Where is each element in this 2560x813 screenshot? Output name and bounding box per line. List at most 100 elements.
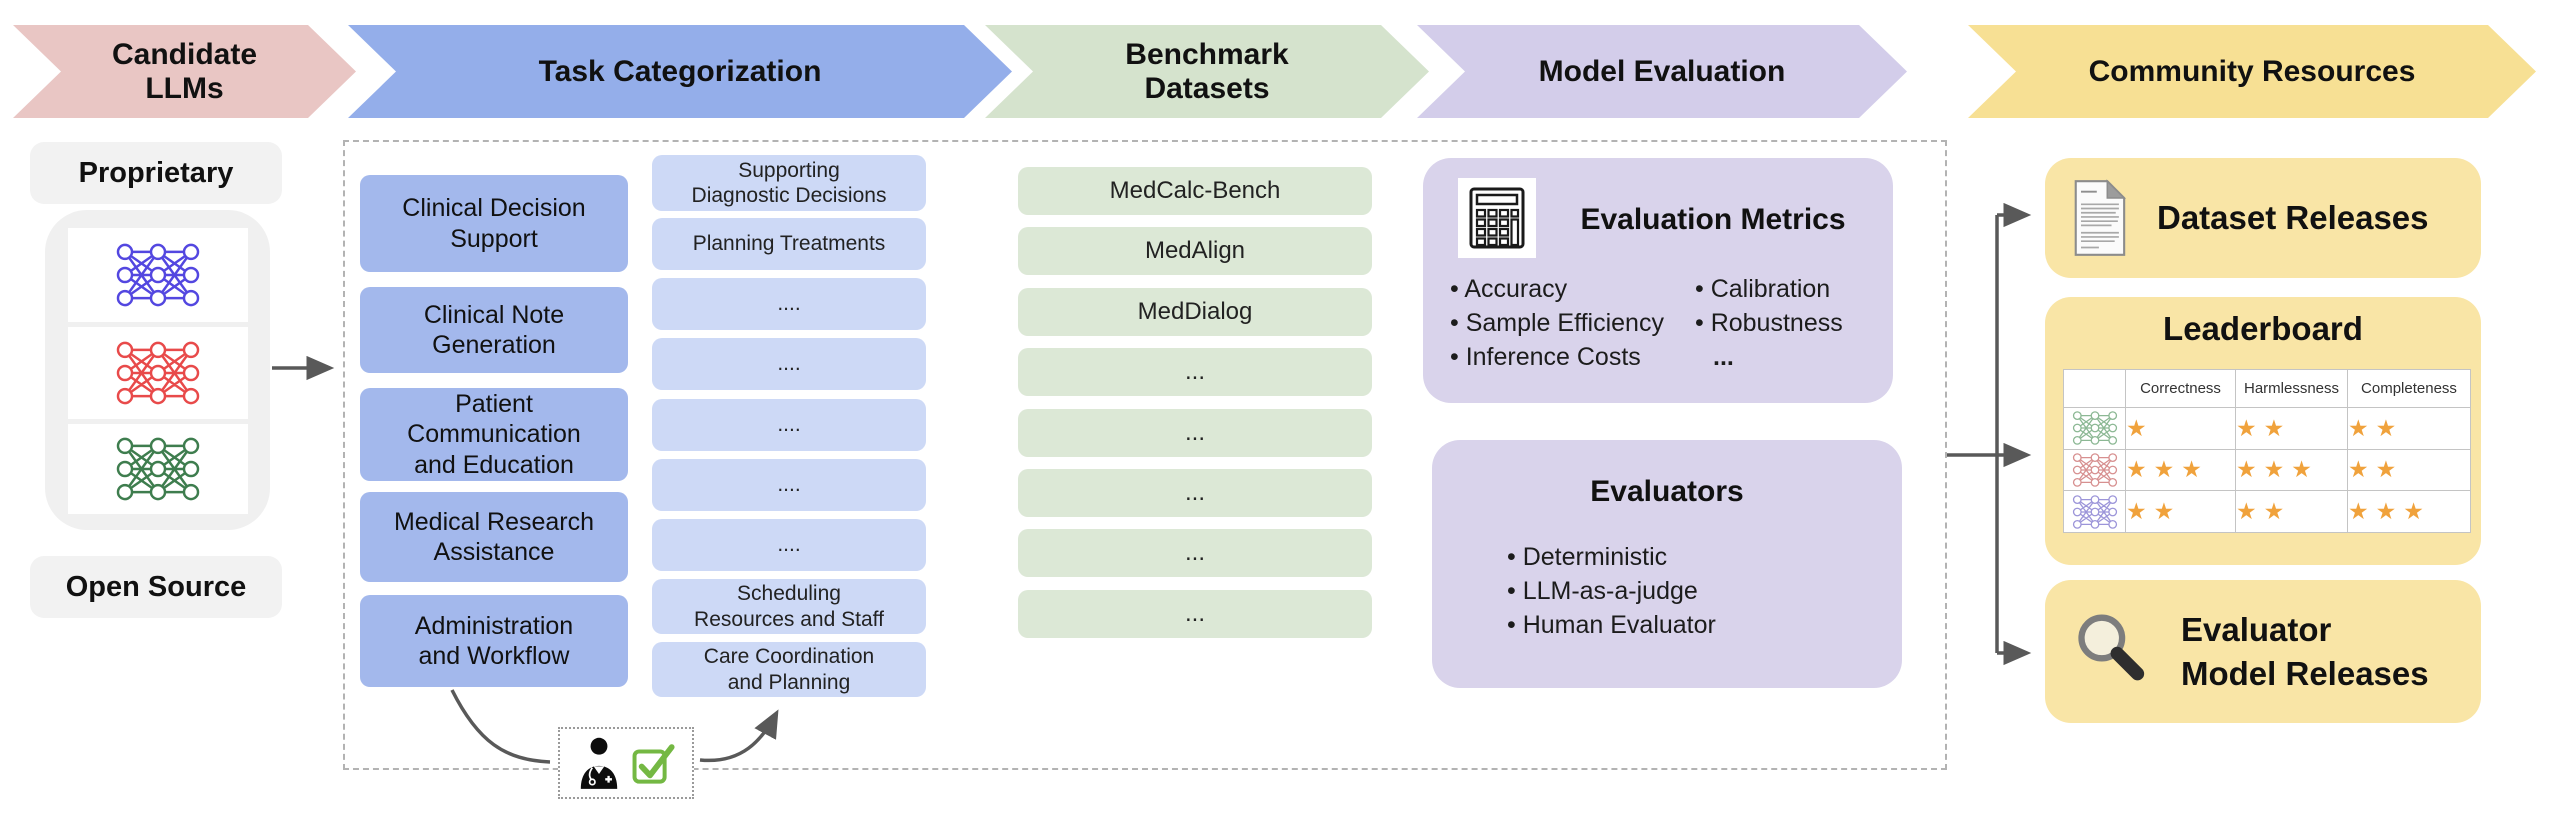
task-subtask-box: .... bbox=[652, 278, 926, 330]
open-source-label: Open Source bbox=[30, 556, 282, 618]
calculator-icon-bg bbox=[1458, 178, 1536, 258]
task-category-box: Clinical Note Generation bbox=[360, 287, 628, 373]
task-subtask-label: Care Coordination and Planning bbox=[703, 645, 875, 694]
stage-benchmark-datasets: Benchmark Datasets bbox=[985, 25, 1429, 118]
checkmark-icon bbox=[631, 740, 677, 786]
metrics-list-left: • Accuracy • Sample Efficiency • Inferen… bbox=[1450, 272, 1664, 374]
leaderboard-column-header: Completeness bbox=[2347, 369, 2471, 408]
magnifier-icon bbox=[2071, 610, 2155, 694]
stage-candidate-llms: Candidate LLMs bbox=[13, 25, 356, 118]
proprietary-text: Proprietary bbox=[78, 156, 234, 189]
llm-card-middle bbox=[68, 327, 248, 419]
task-category-box: Patient Communication and Education bbox=[360, 388, 628, 481]
task-subtask-box: Scheduling Resources and Staff bbox=[652, 579, 926, 634]
star-rating: ★★ bbox=[2235, 490, 2348, 533]
evaluators-title: Evaluators bbox=[1590, 475, 1744, 508]
benchmark-box: MedCalc-Bench bbox=[1018, 167, 1372, 215]
leaderboard-row: ★★★ ★★★ ★★ bbox=[2063, 448, 2471, 492]
stage-task-categorization: Task Categorization bbox=[348, 25, 1012, 118]
task-subtask-label: Planning Treatments bbox=[692, 232, 886, 256]
benchmark-label: MedDialog bbox=[1137, 298, 1253, 325]
human-review-box bbox=[558, 727, 694, 799]
task-subtask-label: .... bbox=[777, 352, 801, 376]
proprietary-label: Proprietary bbox=[30, 142, 282, 204]
metric-item: • Accuracy bbox=[1450, 275, 1568, 303]
red-network-icon bbox=[2063, 448, 2126, 492]
leaderboard-row: ★ ★★ ★★ bbox=[2063, 407, 2471, 450]
metric-item: • Sample Efficiency bbox=[1450, 309, 1664, 337]
llm-card-open-source bbox=[68, 424, 248, 514]
leaderboard-row: ★★ ★★ ★★★ bbox=[2063, 490, 2471, 533]
benchmark-label: ... bbox=[1184, 479, 1205, 506]
llm-card-proprietary bbox=[68, 228, 248, 322]
star-rating: ★★ bbox=[2347, 407, 2471, 450]
benchmark-box: MedDialog bbox=[1018, 288, 1372, 336]
task-subtask-box: Planning Treatments bbox=[652, 218, 926, 270]
star-rating: ★★★ bbox=[2235, 448, 2348, 492]
evaluator-model-releases-label: Evaluator Model Releases bbox=[2181, 610, 2429, 692]
leaderboard-title: Leaderboard bbox=[2163, 310, 2363, 347]
star-rating: ★★★ bbox=[2125, 448, 2236, 492]
green-network-icon bbox=[83, 436, 233, 502]
stage-label: Benchmark Datasets bbox=[1125, 37, 1289, 105]
stage-label: Model Evaluation bbox=[1538, 54, 1786, 88]
doctor-icon bbox=[576, 736, 622, 790]
evaluators-list: • Deterministic • LLM-as-a-judge • Human… bbox=[1507, 540, 1716, 642]
green-network-icon bbox=[2063, 407, 2126, 450]
open-source-text: Open Source bbox=[65, 570, 247, 603]
task-category-label: Administration and Workflow bbox=[414, 611, 574, 671]
task-subtask-box: Supporting Diagnostic Decisions bbox=[652, 155, 926, 211]
benchmark-box: ... bbox=[1018, 529, 1372, 577]
benchmark-box: ... bbox=[1018, 469, 1372, 517]
task-subtask-box: .... bbox=[652, 519, 926, 571]
evaluation-metrics-box: Evaluation Metrics • Accuracy • Sample E… bbox=[1423, 158, 1893, 403]
star-rating: ★ bbox=[2125, 407, 2236, 450]
benchmark-label: MedAlign bbox=[1144, 237, 1246, 264]
benchmark-label: MedCalc-Bench bbox=[1109, 177, 1281, 204]
stage-label: Task Categorization bbox=[538, 54, 822, 88]
task-subtask-label: .... bbox=[777, 292, 801, 316]
metrics-list-right: • Calibration • Robustness ... bbox=[1695, 272, 1843, 374]
star-rating: ★★ bbox=[2347, 448, 2471, 492]
benchmark-box: ... bbox=[1018, 348, 1372, 396]
metric-item: • Inference Costs bbox=[1450, 343, 1641, 371]
red-network-icon bbox=[83, 340, 233, 406]
leaderboard-table: Correctness Harmlessness Completeness ★ … bbox=[2063, 369, 2471, 533]
star-rating: ★★ bbox=[2125, 490, 2236, 533]
metric-item: ... bbox=[1713, 343, 1734, 371]
task-subtask-box: .... bbox=[652, 338, 926, 390]
benchmark-label: ... bbox=[1184, 539, 1205, 566]
task-subtask-label: .... bbox=[777, 473, 801, 497]
dataset-releases-label: Dataset Releases bbox=[2157, 199, 2429, 237]
task-category-box: Medical Research Assistance bbox=[360, 492, 628, 582]
evaluators-box: Evaluators • Deterministic • LLM-as-a-ju… bbox=[1432, 440, 1902, 688]
metric-item: • Calibration bbox=[1695, 275, 1831, 303]
evaluation-metrics-title: Evaluation Metrics bbox=[1580, 203, 1846, 236]
task-subtask-label: .... bbox=[777, 533, 801, 557]
task-subtask-label: .... bbox=[777, 413, 801, 437]
evaluator-model-releases-box: Evaluator Model Releases bbox=[2045, 580, 2481, 723]
leaderboard-column-header: Correctness bbox=[2125, 369, 2236, 408]
task-category-label: Clinical Decision Support bbox=[402, 194, 586, 253]
stage-label: Candidate LLMs bbox=[111, 37, 258, 105]
stage-label: Community Resources bbox=[2088, 54, 2416, 88]
leaderboard-header-row: Correctness Harmlessness Completeness bbox=[2063, 369, 2471, 408]
task-category-box: Clinical Decision Support bbox=[360, 175, 628, 272]
task-category-label: Medical Research Assistance bbox=[393, 507, 595, 567]
benchmark-box: ... bbox=[1018, 409, 1372, 457]
purple-network-icon bbox=[83, 242, 233, 308]
task-subtask-label: Scheduling Resources and Staff bbox=[694, 582, 884, 631]
task-subtask-box: .... bbox=[652, 399, 926, 451]
task-category-box: Administration and Workflow bbox=[360, 595, 628, 687]
benchmark-label: ... bbox=[1184, 358, 1205, 385]
purple-network-icon bbox=[2063, 490, 2126, 533]
task-category-label: Clinical Note Generation bbox=[423, 300, 565, 360]
task-subtask-label: Supporting Diagnostic Decisions bbox=[691, 158, 887, 207]
task-category-label: Patient Communication and Education bbox=[407, 389, 581, 479]
stage-community-resources: Community Resources bbox=[1968, 25, 2536, 118]
task-subtask-box: .... bbox=[652, 459, 926, 511]
benchmark-label: ... bbox=[1184, 419, 1205, 446]
benchmark-label: ... bbox=[1184, 600, 1205, 627]
leaderboard-corner-cell bbox=[2063, 369, 2126, 408]
